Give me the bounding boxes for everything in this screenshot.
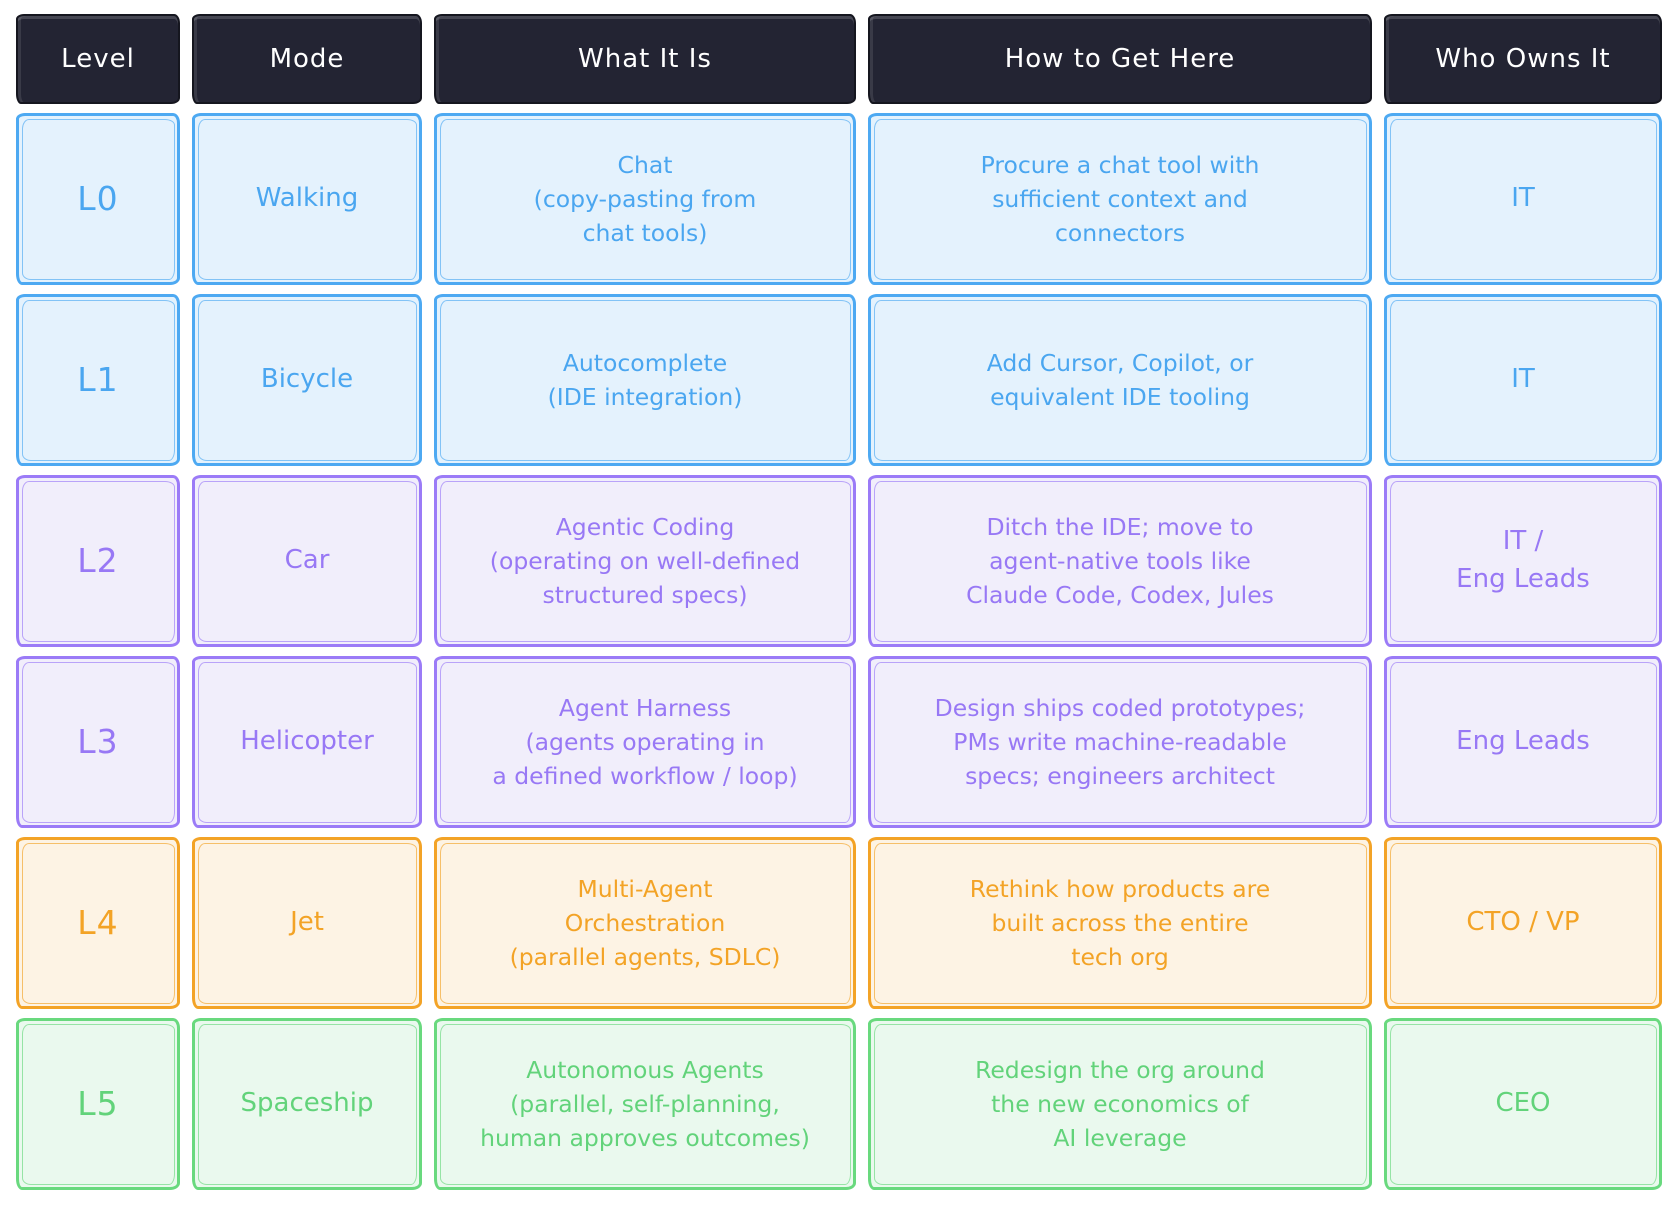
table-row-l5: L5 Spaceship Autonomous Agents (parallel… bbox=[16, 1018, 1662, 1190]
column-header-how-to-get-here: How to Get Here bbox=[868, 14, 1372, 104]
cell-what-it-is: Multi-Agent Orchestration (parallel agen… bbox=[434, 837, 856, 1009]
cell-who-owns-it: IT bbox=[1384, 113, 1662, 285]
table-row-l0: L0 Walking Chat (copy-pasting from chat … bbox=[16, 113, 1662, 285]
column-header-level: Level bbox=[16, 14, 180, 104]
ai-adoption-levels-table: Level Mode What It Is How to Get Here Wh… bbox=[16, 14, 1662, 1190]
cell-level: L4 bbox=[16, 837, 180, 1009]
column-header-mode: Mode bbox=[192, 14, 422, 104]
cell-mode: Car bbox=[192, 475, 422, 647]
table-header-row: Level Mode What It Is How to Get Here Wh… bbox=[16, 14, 1662, 104]
cell-how-to-get-here: Rethink how products are built across th… bbox=[868, 837, 1372, 1009]
cell-how-to-get-here: Redesign the org around the new economic… bbox=[868, 1018, 1372, 1190]
cell-what-it-is: Autocomplete (IDE integration) bbox=[434, 294, 856, 466]
column-header-what-it-is: What It Is bbox=[434, 14, 856, 104]
cell-how-to-get-here: Design ships coded prototypes; PMs write… bbox=[868, 656, 1372, 828]
cell-who-owns-it: Eng Leads bbox=[1384, 656, 1662, 828]
cell-level: L5 bbox=[16, 1018, 180, 1190]
table-row-l3: L3 Helicopter Agent Harness (agents oper… bbox=[16, 656, 1662, 828]
cell-who-owns-it: CEO bbox=[1384, 1018, 1662, 1190]
cell-level: L3 bbox=[16, 656, 180, 828]
cell-mode: Jet bbox=[192, 837, 422, 1009]
cell-level: L1 bbox=[16, 294, 180, 466]
cell-who-owns-it: IT / Eng Leads bbox=[1384, 475, 1662, 647]
cell-what-it-is: Autonomous Agents (parallel, self-planni… bbox=[434, 1018, 856, 1190]
cell-how-to-get-here: Add Cursor, Copilot, or equivalent IDE t… bbox=[868, 294, 1372, 466]
cell-mode: Bicycle bbox=[192, 294, 422, 466]
cell-how-to-get-here: Ditch the IDE; move to agent-native tool… bbox=[868, 475, 1372, 647]
table-row-l1: L1 Bicycle Autocomplete (IDE integration… bbox=[16, 294, 1662, 466]
table-row-l4: L4 Jet Multi-Agent Orchestration (parall… bbox=[16, 837, 1662, 1009]
cell-who-owns-it: CTO / VP bbox=[1384, 837, 1662, 1009]
cell-what-it-is: Chat (copy-pasting from chat tools) bbox=[434, 113, 856, 285]
column-header-who-owns-it: Who Owns It bbox=[1384, 14, 1662, 104]
cell-what-it-is: Agentic Coding (operating on well-define… bbox=[434, 475, 856, 647]
table-row-l2: L2 Car Agentic Coding (operating on well… bbox=[16, 475, 1662, 647]
cell-who-owns-it: IT bbox=[1384, 294, 1662, 466]
cell-level: L2 bbox=[16, 475, 180, 647]
cell-mode: Spaceship bbox=[192, 1018, 422, 1190]
cell-how-to-get-here: Procure a chat tool with sufficient cont… bbox=[868, 113, 1372, 285]
cell-level: L0 bbox=[16, 113, 180, 285]
cell-what-it-is: Agent Harness (agents operating in a def… bbox=[434, 656, 856, 828]
cell-mode: Helicopter bbox=[192, 656, 422, 828]
cell-mode: Walking bbox=[192, 113, 422, 285]
